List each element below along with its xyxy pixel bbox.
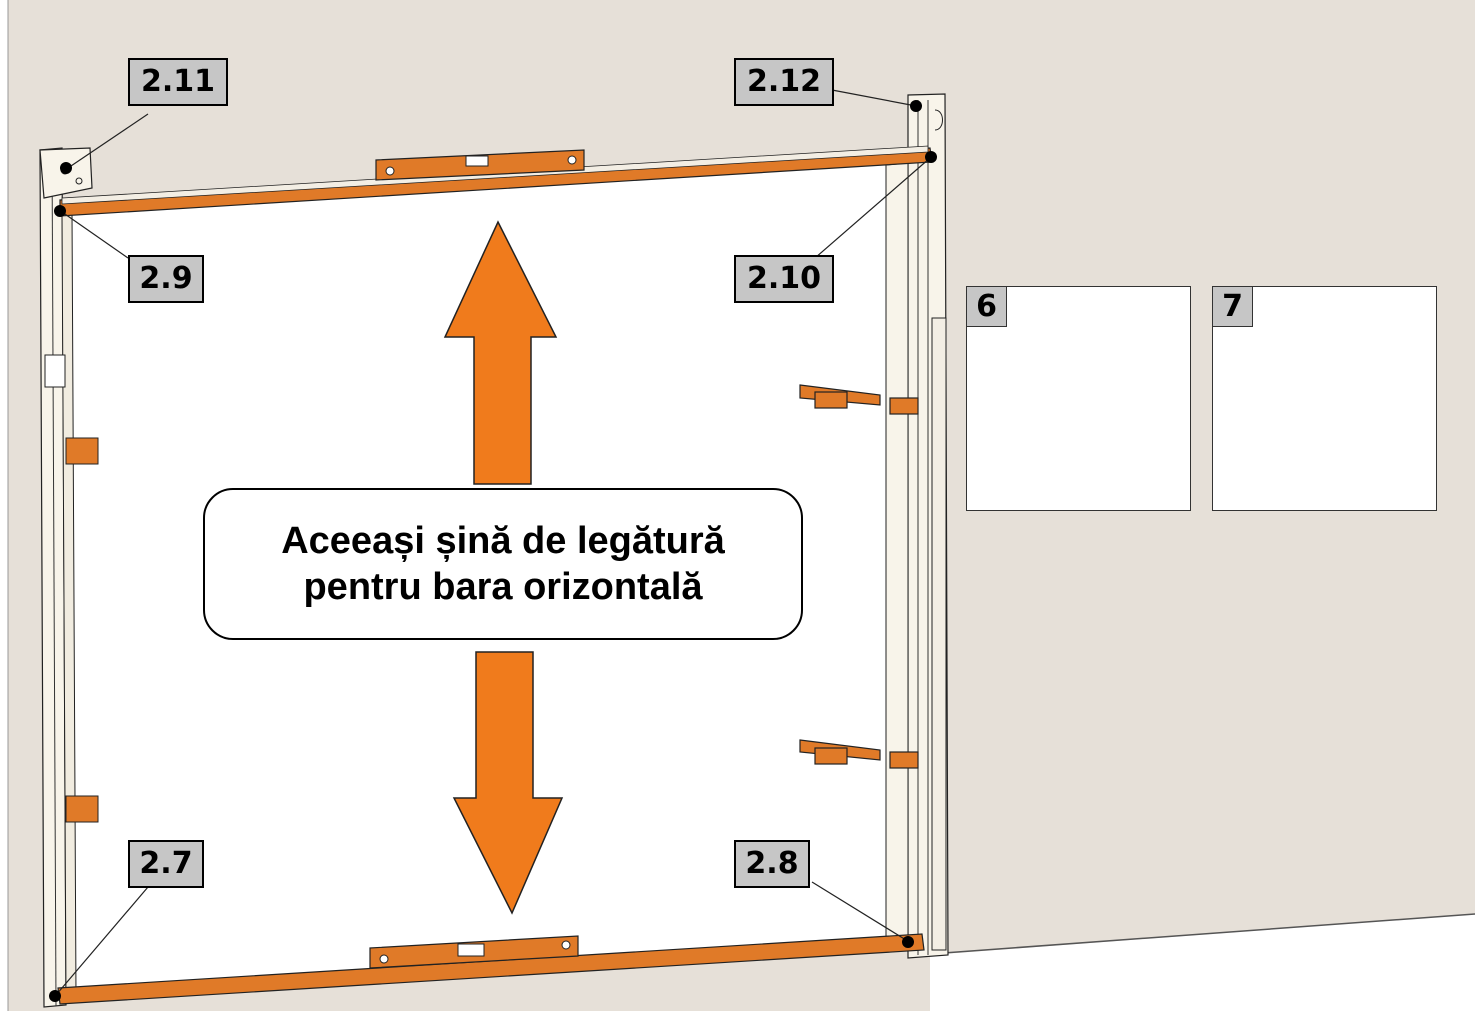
part-number-6: 6 (967, 287, 1007, 327)
callout-line-2: pentru bara orizontală (303, 566, 703, 608)
label-2-10: 2.10 (734, 255, 834, 303)
label-2-8: 2.8 (734, 840, 810, 888)
arrow-down-icon (452, 651, 564, 915)
label-2-11: 2.11 (128, 58, 228, 106)
callout-box: Aceeași șină de legătură pentru bara ori… (203, 488, 803, 640)
part-number-7: 7 (1213, 287, 1253, 327)
leader-lines (55, 89, 931, 996)
label-2-9: 2.9 (128, 255, 204, 303)
label-2-12: 2.12 (734, 58, 834, 106)
top-horizontal-rail (59, 145, 933, 217)
part-panel-7: 7 (1212, 286, 1437, 511)
right-frame-rail (799, 93, 949, 959)
arrow-up-icon (443, 220, 558, 485)
callout-line-1: Aceeași șină de legătură (281, 520, 725, 562)
label-2-7: 2.7 (128, 840, 204, 888)
part-panel-6: 6 (966, 286, 1191, 511)
fastening-points (49, 100, 937, 1002)
